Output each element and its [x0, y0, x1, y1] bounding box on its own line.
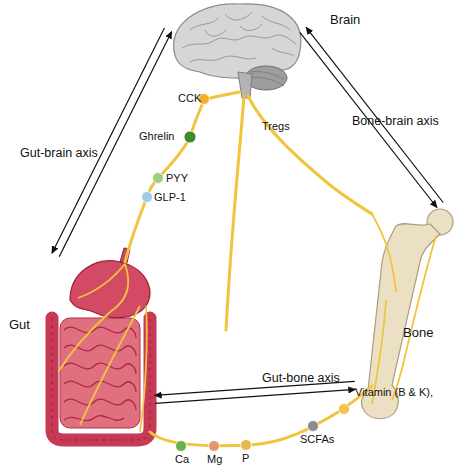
axis-label: Gut-brain axis — [20, 146, 98, 160]
bone-nerve — [248, 96, 372, 214]
brainstem — [238, 72, 252, 98]
mg-dot — [209, 441, 220, 452]
molecule-label: SCFAs — [300, 433, 334, 445]
axis-label: Gut-bone axis — [262, 371, 340, 385]
molecule-label: PYY — [166, 172, 188, 184]
molecule-dots — [142, 94, 350, 452]
ghrelin-dot — [184, 131, 196, 143]
molecule-label: Tregs — [262, 120, 290, 132]
molecule-label: Vitamin (B & K), — [355, 386, 433, 398]
molecule-label: Ghrelin — [139, 130, 174, 142]
intestine-loops — [64, 327, 136, 420]
axis-label: Bone-brain axis — [352, 114, 439, 128]
glp1-dot — [142, 192, 153, 203]
cerebellum-folds — [248, 71, 284, 86]
vitamin-dot — [339, 404, 350, 415]
brain-illustration — [174, 4, 301, 98]
axis-arrow — [52, 28, 172, 257]
node-label: Brain — [330, 12, 360, 27]
bone-nerves — [372, 214, 436, 404]
large-intestine — [52, 318, 150, 440]
small-intestine — [60, 318, 140, 428]
node-label: Bone — [403, 325, 433, 340]
scfa-dot — [308, 421, 319, 432]
colon-folds — [52, 318, 150, 440]
vagus-nerve — [125, 92, 240, 262]
brain-gyri — [182, 12, 296, 62]
arrow-line — [59, 32, 171, 257]
pyy-dot — [153, 173, 164, 184]
illustration-node: Brain — [168, 2, 303, 95]
molecule-label: Mg — [207, 453, 222, 465]
spinal-nerve — [226, 96, 244, 330]
molecule-label: GLP-1 — [154, 191, 186, 203]
gut-bone-pathway — [150, 386, 372, 446]
arrow-line — [155, 389, 355, 403]
gut-illustration — [52, 248, 150, 440]
nerve-pathways — [125, 92, 372, 446]
cerebrum — [174, 4, 301, 78]
molecule-label: CCK — [178, 92, 201, 104]
illustration-node: Gut — [15, 255, 155, 445]
gut-nerves — [58, 264, 147, 432]
molecule-label: Ca — [175, 453, 189, 465]
arrow-line — [306, 27, 443, 202]
p-dot — [241, 440, 252, 451]
axis-arrow — [300, 27, 443, 207]
molecule-label: P — [242, 452, 249, 464]
ca-dot — [176, 441, 187, 452]
node-label: Gut — [9, 317, 30, 332]
